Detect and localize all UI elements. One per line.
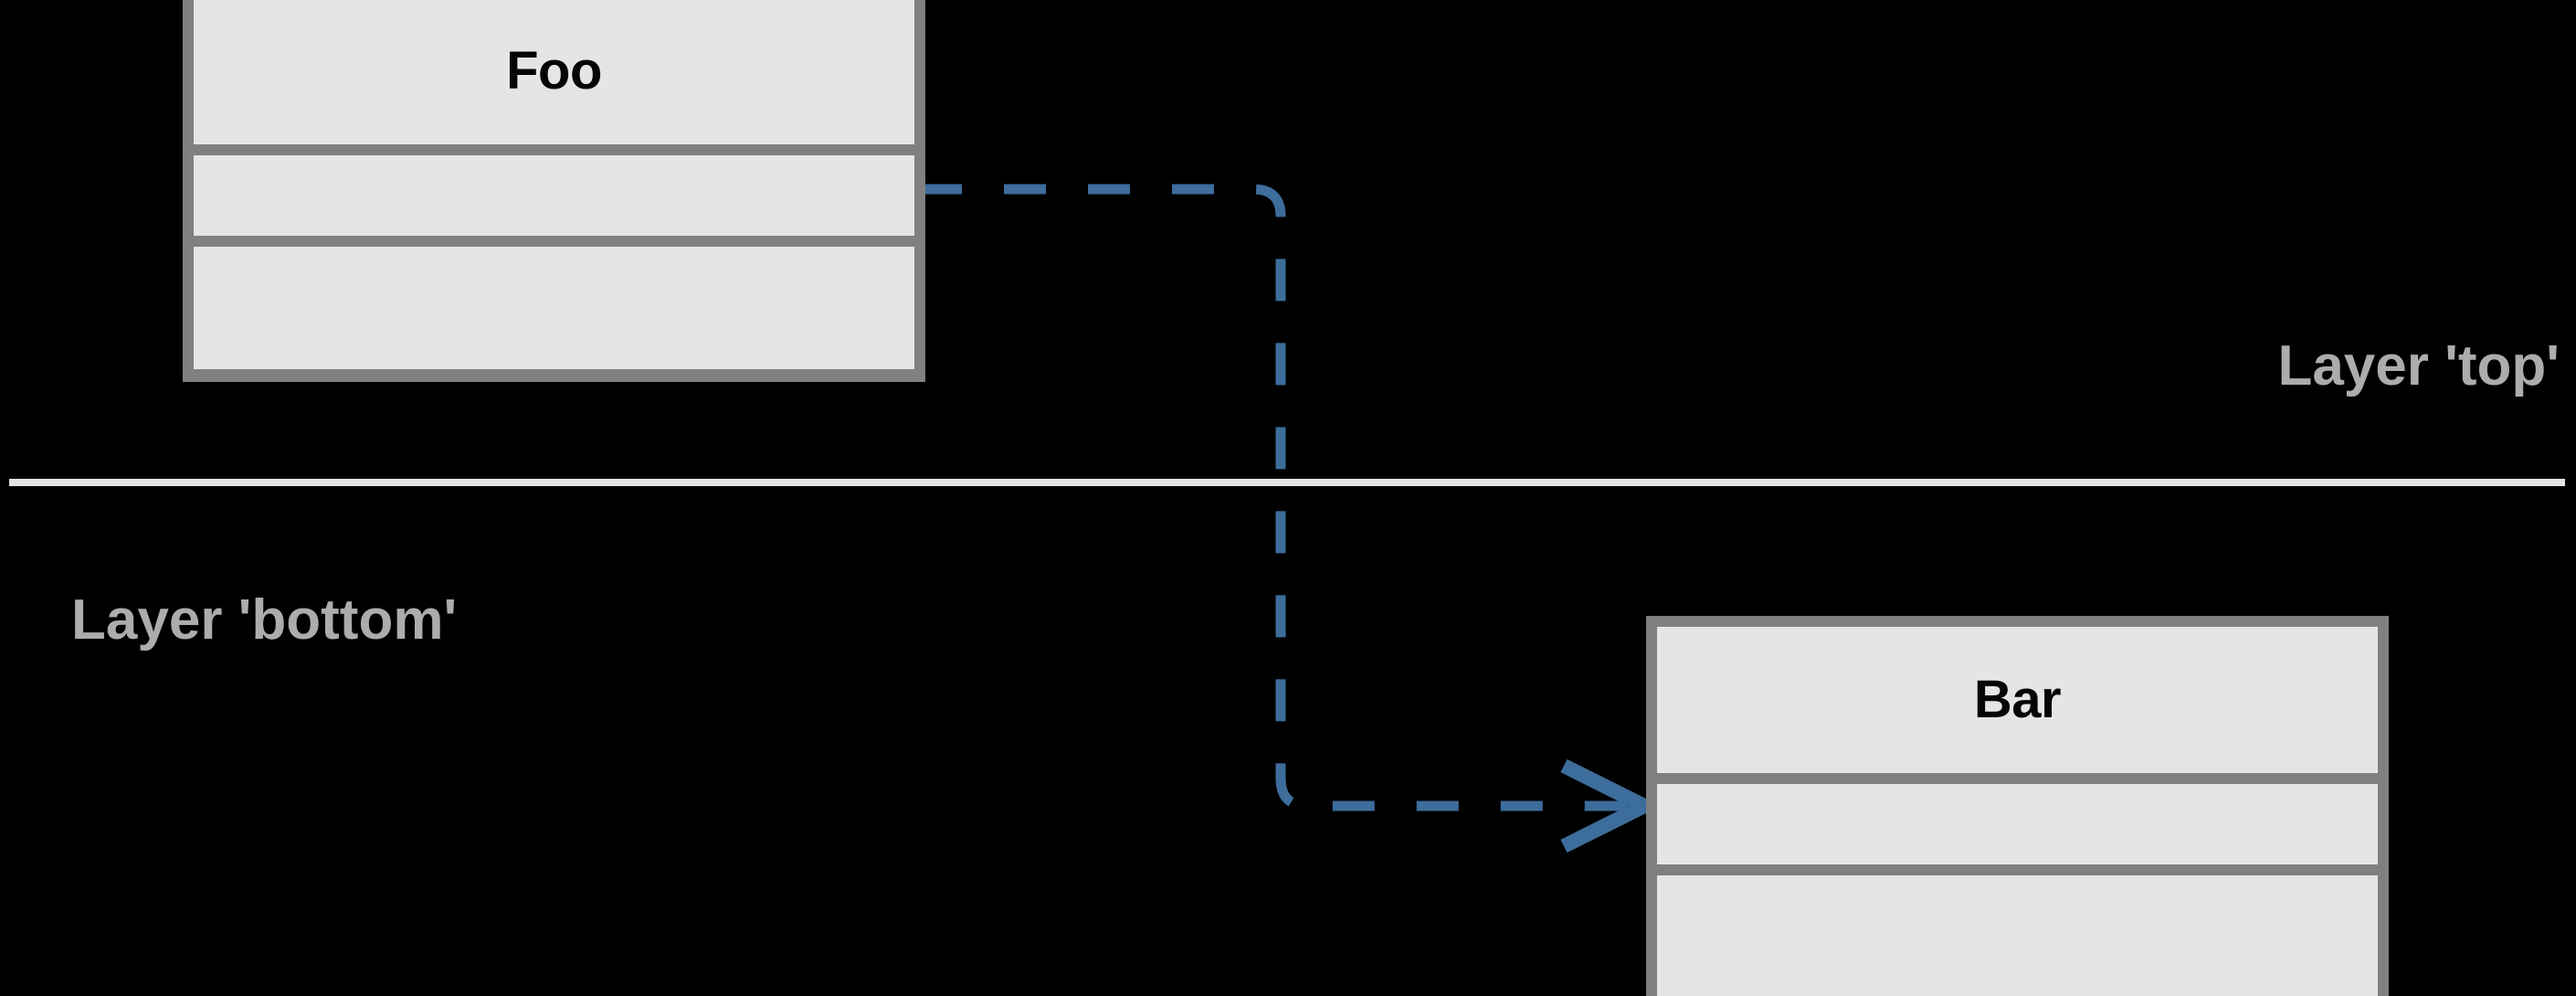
uml-class-foo-operations-compartment [194, 247, 914, 369]
uml-class-foo-name: Foo [506, 41, 602, 101]
uml-class-bar[interactable]: Bar [1646, 616, 2389, 996]
uml-class-foo[interactable]: Foo [183, 0, 925, 382]
uml-class-foo-attributes-compartment [194, 155, 914, 236]
connector-arrowhead-icon [1560, 758, 1661, 853]
uml-class-bar-attributes-compartment [1657, 784, 2378, 864]
connector-line [920, 184, 1640, 811]
layer-label-top: Layer 'top' [2277, 334, 2560, 397]
uml-class-bar-name: Bar [1973, 670, 2062, 729]
layer-separator [9, 479, 2565, 486]
uml-class-bar-operations-compartment [1657, 875, 2378, 996]
uml-class-foo-name-compartment: Foo [194, 0, 914, 144]
uml-class-bar-name-compartment: Bar [1657, 627, 2378, 773]
layer-label-bottom: Layer 'bottom' [71, 588, 458, 652]
